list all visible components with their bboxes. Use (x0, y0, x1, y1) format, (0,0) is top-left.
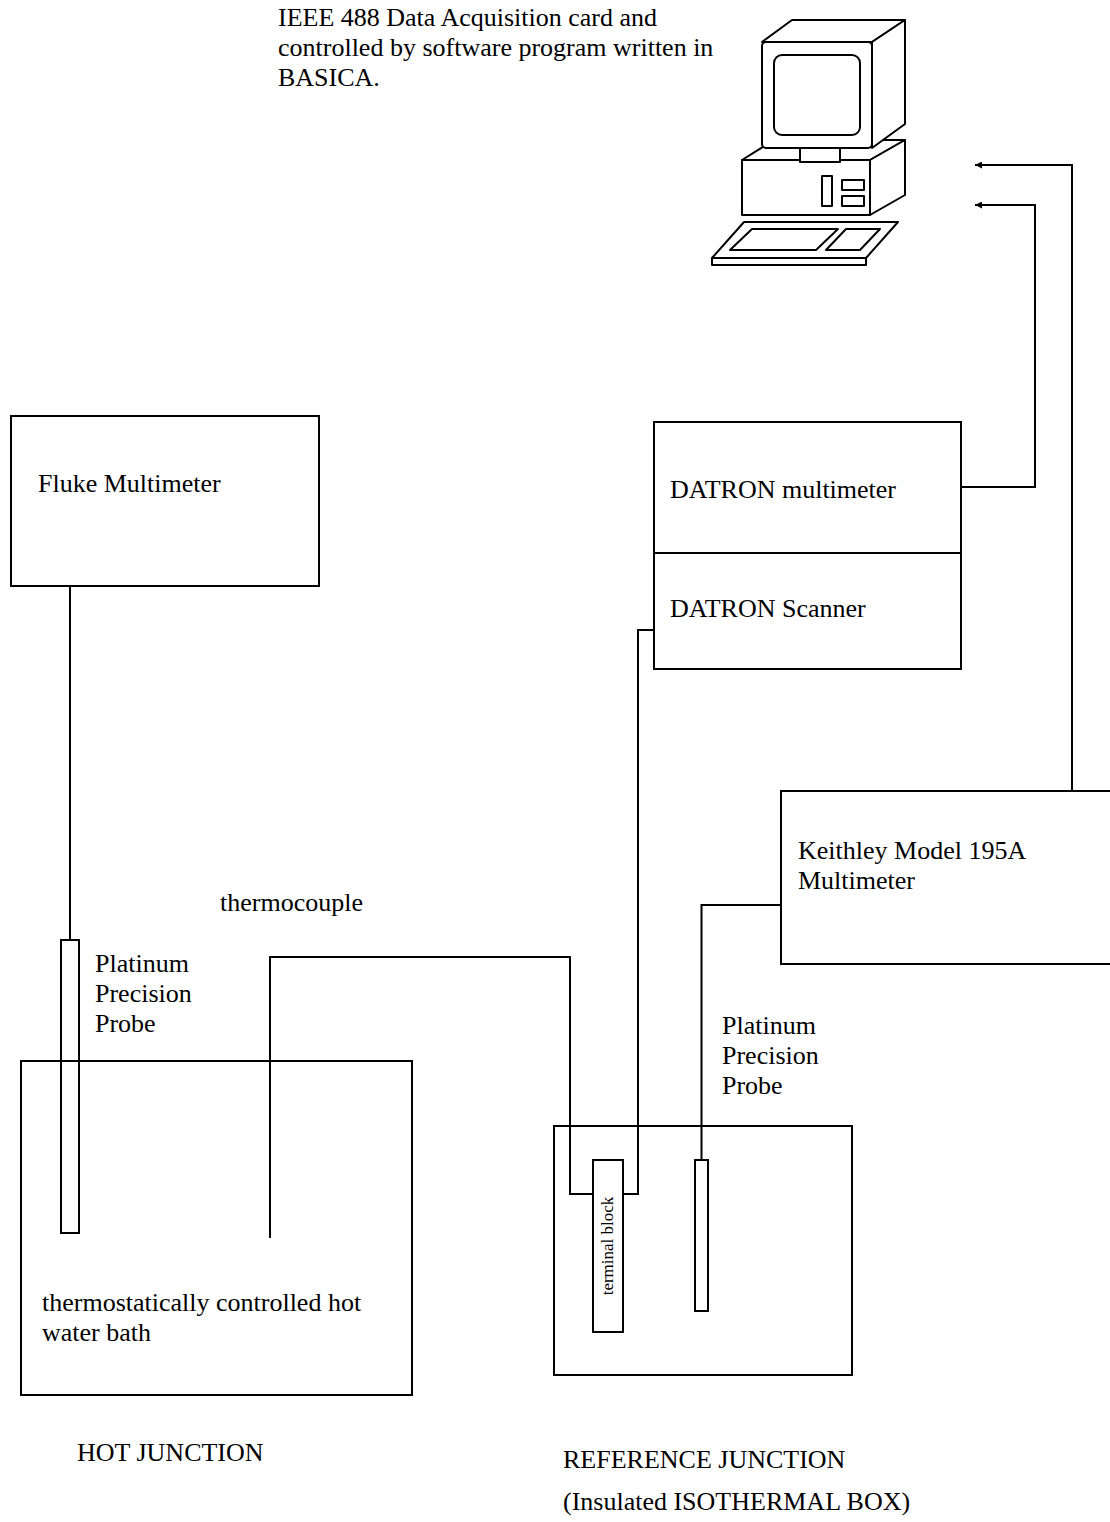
computer: IEEE 488 Data Acquisition card and contr… (710, 15, 975, 270)
multimeter-box: DATRON multimeter (653, 421, 962, 554)
node-label: thermostatically controlled hot water ba… (42, 1288, 387, 1348)
multimeter-box: Fluke Multimeter (10, 415, 320, 587)
keyboard-keypad (826, 229, 880, 250)
scanner-box: DATRON Scanner (653, 552, 962, 670)
node-label: Platinum Precision Probe (95, 949, 192, 1039)
node-label: terminal block (598, 1197, 618, 1296)
wire (69, 587, 71, 939)
wire (624, 630, 653, 1194)
signal-arrow (962, 205, 1035, 487)
drive-slot (842, 180, 864, 190)
keyboard-edge (712, 258, 866, 265)
platinum-probe: Platinum Precision Probe (694, 1159, 709, 1312)
node-label: DATRON multimeter (670, 475, 896, 505)
wire-label: thermocouple (218, 888, 365, 918)
monitor-front (762, 42, 872, 148)
node-label: IEEE 488 Data Acquisition card and contr… (278, 3, 718, 93)
platinum-probe: Platinum Precision Probe (60, 939, 80, 1234)
node-label: Keithley Model 195A Multimeter (798, 836, 1083, 896)
node-sublabel: (Insulated ISOTHERMAL BOX) (563, 1487, 910, 1517)
wire (270, 957, 592, 1194)
node-label: Platinum Precision Probe (722, 1011, 819, 1101)
keyboard (712, 222, 898, 258)
case-front (742, 160, 870, 215)
node-label: DATRON Scanner (670, 594, 866, 624)
monitor-side (872, 20, 905, 148)
node-label: REFERENCE JUNCTION (563, 1445, 845, 1475)
computer-drawing (712, 20, 905, 265)
isothermal-box: terminal blockPlatinum Precision ProbeRE… (553, 1125, 853, 1376)
signal-arrow (975, 165, 1072, 790)
multimeter-box: Keithley Model 195A Multimeter (780, 790, 1110, 965)
node-label: Fluke Multimeter (38, 469, 221, 499)
water-bath: Platinum Precision Probethermostatically… (20, 1060, 413, 1396)
node-sublabel: HOT JUNCTION (77, 1438, 264, 1468)
case-side (870, 140, 905, 215)
keyboard-keys (730, 229, 838, 250)
drive-slot (842, 196, 864, 206)
screen (774, 55, 860, 135)
drive-slot (822, 176, 832, 206)
thermocouple-hot-end (269, 1060, 271, 1238)
terminal-block: terminal block (592, 1159, 624, 1333)
